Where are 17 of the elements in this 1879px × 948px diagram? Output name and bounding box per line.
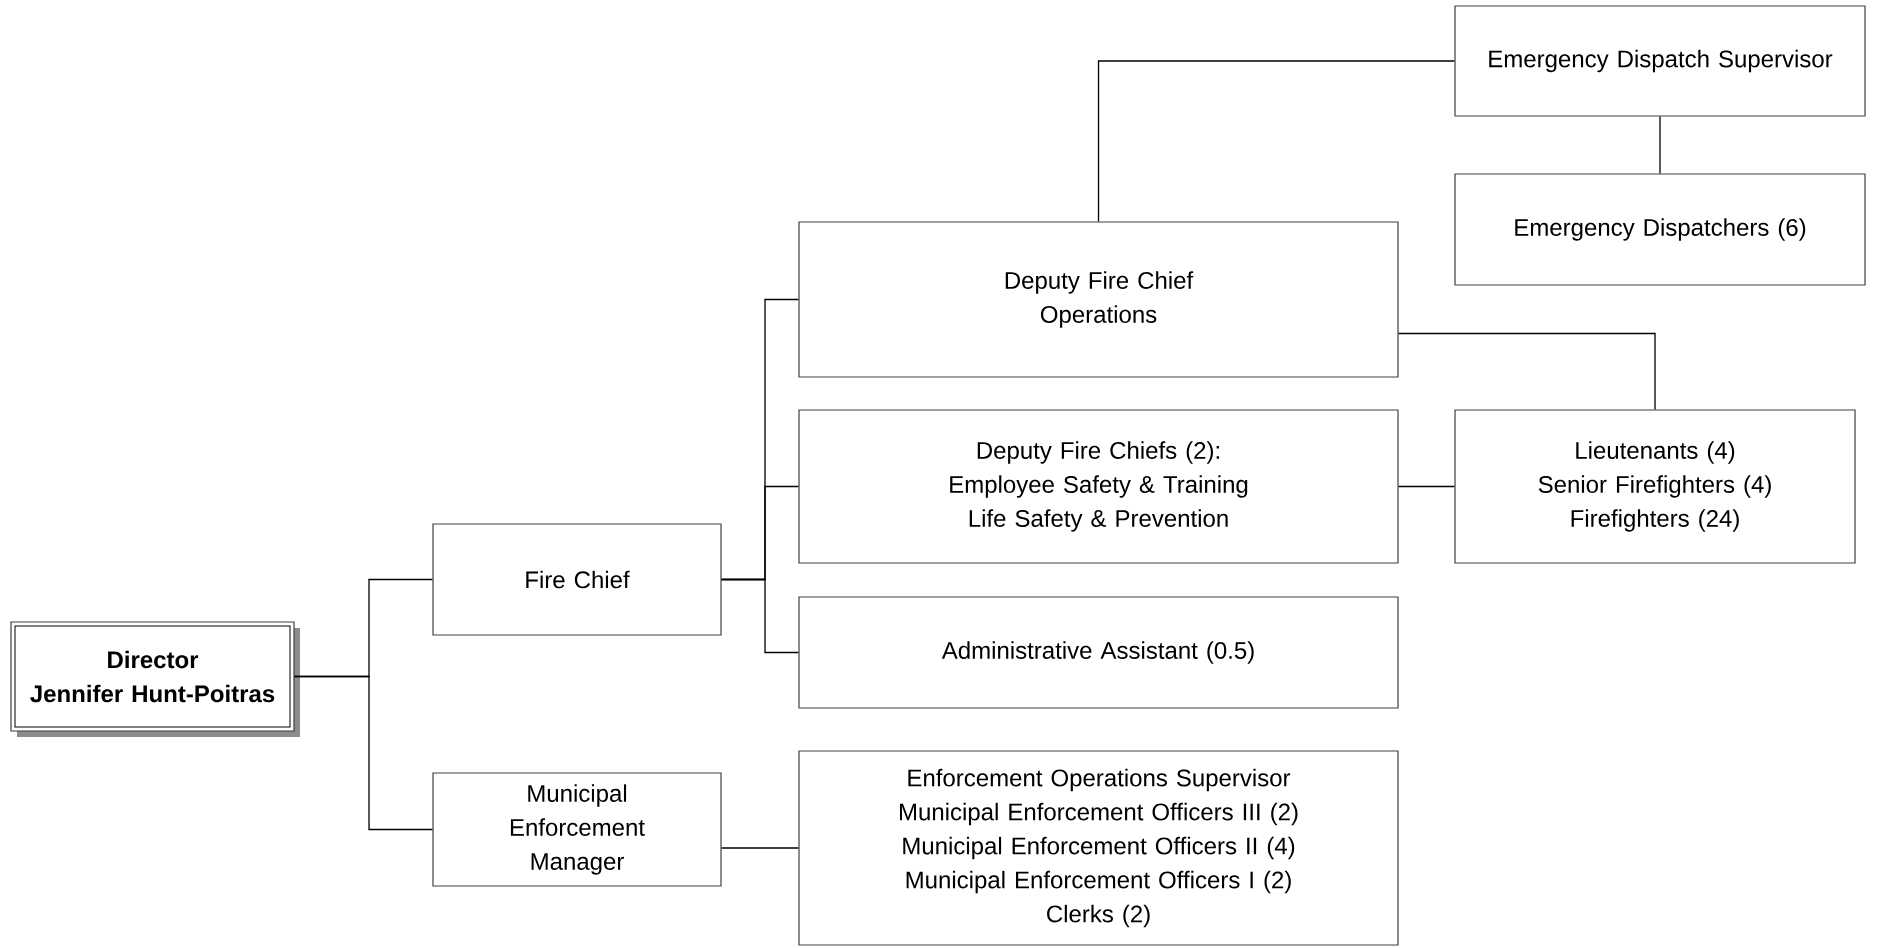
position-box: Deputy Fire Chiefs (2): Employee Safety & Training Life Safety & Prevention bbox=[798, 409, 1399, 564]
director-box: Director Jennifer Hunt-Poitras bbox=[10, 621, 300, 737]
connector-line bbox=[720, 578, 800, 654]
position-box: Emergency Dispatch Supervisor bbox=[1454, 5, 1866, 117]
connector-line bbox=[1659, 115, 1661, 175]
connector-line bbox=[720, 847, 800, 849]
position-box: Fire Chief bbox=[432, 523, 722, 636]
connector-line bbox=[1397, 332, 1656, 411]
connector-line bbox=[293, 675, 434, 831]
position-box: Enforcement Operations Supervisor Municipal Enforcement Officers III (2) Municipal Enforcement Officers II (4) Municipal Enforcement Officers I (2) Clerks (2) bbox=[798, 750, 1399, 946]
connector-line bbox=[1097, 60, 1456, 223]
position-box: Administrative Assistant (0.5) bbox=[798, 596, 1399, 709]
position-box: Municipal Enforcement Manager bbox=[432, 772, 722, 887]
position-box: Emergency Dispatchers (6) bbox=[1454, 173, 1866, 286]
position-box: Lieutenants (4) Senior Firefighters (4) Firefighters (24) bbox=[1454, 409, 1856, 564]
connector-line bbox=[1397, 485, 1456, 488]
position-box: Deputy Fire Chief Operations bbox=[798, 221, 1399, 378]
